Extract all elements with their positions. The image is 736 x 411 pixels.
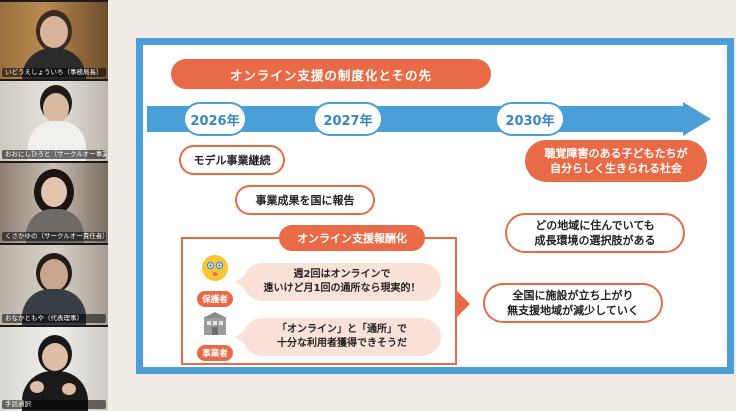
outcome-facilities: 全国に施設が立ち上がり 無支援地域が減少していく xyxy=(483,283,663,323)
timeline-arrow-head xyxy=(683,102,711,136)
outcome-1-line-2: 成長環境の選択肢がある xyxy=(534,234,656,247)
provider-quote-tail xyxy=(235,331,244,343)
parent-badge: 保護者 xyxy=(197,291,233,307)
participant-sidebar: いどうえしょういち（事務局長） おおにしひろと（サークルオー事業... くさかゆ… xyxy=(0,0,108,411)
provider-badge: 事業者 xyxy=(197,345,233,361)
year-2026: 2026年 xyxy=(183,102,247,136)
shared-slide: オンライン支援の制度化とその先 2026年 2027年 2030年 モデル事業継… xyxy=(136,38,734,374)
step-report: 事業成果を国に報告 xyxy=(235,185,375,215)
final-goal: 聴覚障害のある子どもたちが 自分らしく生きられる社会 xyxy=(525,140,707,182)
step-model-project: モデル事業継続 xyxy=(179,145,285,175)
participant-name: おおにしひろと（サークルオー事業... xyxy=(2,150,106,159)
goal-line-1: 聴覚障害のある子どもたちが xyxy=(544,147,688,160)
outcome-choices: どの地域に住んでいても 成長環境の選択肢がある xyxy=(505,213,685,253)
outcome-2-line-2: 無支援地域が減少していく xyxy=(507,304,639,317)
provider-quote: 「オンライン」と「通所」で 十分な利用者獲得できそうだ xyxy=(243,318,441,356)
participant-name: いどうえしょういち（事務局長） xyxy=(2,68,106,77)
year-2030: 2030年 xyxy=(495,102,565,136)
building-icon xyxy=(203,312,227,335)
parent-quote-tail xyxy=(235,276,244,288)
parent-face-icon xyxy=(202,255,228,281)
participant-tile[interactable]: いどうえしょういち（事務局長） xyxy=(0,2,108,79)
provider-figure: 事業者 xyxy=(195,309,235,361)
parent-quote-line-1: 週2回はオンラインで xyxy=(293,269,391,280)
provider-quote-line-1: 「オンライン」と「通所」で xyxy=(277,324,407,335)
outcome-1-line-1: どの地域に住んでいても xyxy=(535,219,655,232)
participant-tile[interactable]: おなかともや（代表理事） xyxy=(0,245,108,325)
participant-tile[interactable]: くさかゆの（サークルオー責任者） xyxy=(0,163,108,243)
goal-line-2: 自分らしく生きられる社会 xyxy=(550,162,682,175)
fee-box-arrow xyxy=(457,291,470,317)
slide-title: オンライン支援の制度化とその先 xyxy=(171,59,491,89)
participant-name: くさかゆの（サークルオー責任者） xyxy=(2,232,106,241)
outcome-2-line-1: 全国に施設が立ち上がり xyxy=(512,289,634,302)
year-2027: 2027年 xyxy=(313,102,383,136)
provider-quote-line-2: 十分な利用者獲得できそうだ xyxy=(277,338,407,349)
participant-tile[interactable]: おおにしひろと（サークルオー事業... xyxy=(0,81,108,161)
participant-name: おなかともや（代表理事） xyxy=(2,314,106,323)
parent-quote: 週2回はオンラインで 遠いけど月1回の通所なら現実的！ xyxy=(243,263,441,301)
parent-figure: 保護者 xyxy=(195,253,235,307)
fee-box-title: オンライン支援報酬化 xyxy=(279,225,425,251)
participant-tile[interactable]: 手話通訳 xyxy=(0,327,108,411)
parent-quote-line-2: 遠いけど月1回の通所なら現実的！ xyxy=(263,283,421,294)
participant-name: 手話通訳 xyxy=(2,400,106,409)
